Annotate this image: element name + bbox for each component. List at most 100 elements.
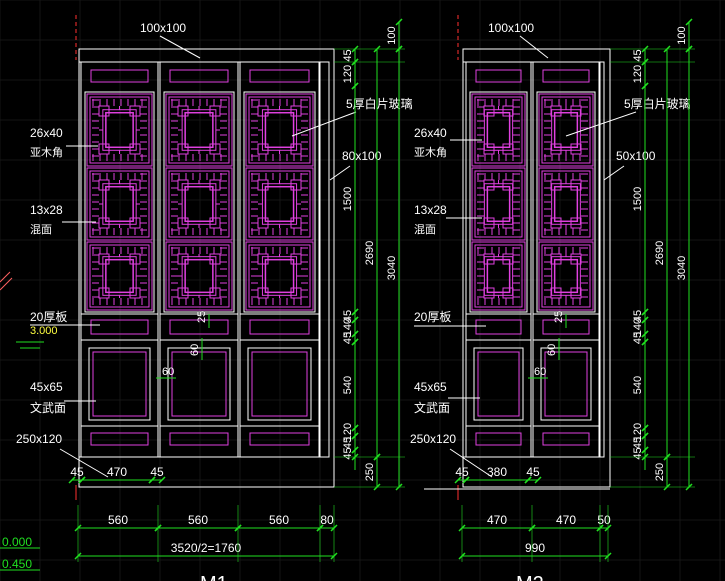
dim-value: 45: [632, 437, 644, 449]
dim-tick: [641, 424, 649, 432]
door-elevation-m1[interactable]: 100x100 5厚白片玻璃 80x100 26x40 亚木角 13x28 混面…: [16, 21, 413, 488]
dim-value: 560: [188, 513, 208, 527]
lattice-center: [184, 111, 214, 149]
annotation-text: 混面: [414, 223, 436, 236]
dim-value: 250: [654, 463, 666, 481]
dim-value: 470: [107, 465, 127, 479]
lattice-border: [541, 96, 591, 164]
dim-value: 45: [70, 465, 84, 479]
fret-corner: [98, 287, 110, 299]
lattice-border: [474, 96, 523, 164]
fret-corner: [483, 217, 495, 229]
lattice-center: [264, 185, 295, 223]
frame-size-label: 80x100: [342, 149, 382, 163]
lattice-border: [86, 167, 153, 241]
dim-tick: [395, 18, 403, 26]
dim-tick: [351, 446, 359, 454]
mid-rail-board: [475, 319, 522, 335]
fret-corner: [570, 287, 582, 299]
lattice-border: [541, 244, 591, 308]
bottom-rail-panel: [475, 432, 522, 446]
fret-corner: [290, 287, 302, 299]
fret-corner: [570, 143, 582, 155]
door-leaf: [80, 61, 159, 458]
dim-value: 1500: [632, 187, 644, 211]
dim-value: 60: [162, 366, 174, 378]
annotation-text: 亚木角: [30, 146, 63, 159]
bottom-panel: [171, 351, 227, 417]
dim-tick: [641, 308, 649, 316]
lattice-center: [486, 185, 511, 223]
leader-line: [329, 165, 351, 181]
dim-value: 45: [455, 465, 469, 479]
lattice-frame: [469, 91, 528, 313]
lattice-center: [486, 111, 511, 149]
cut-mark: [0, 277, 13, 291]
dim-value: 45: [342, 310, 354, 322]
lattice-border: [474, 244, 523, 308]
door-elevation-m2[interactable]: 100x100 5厚白片玻璃 50x100 26x40 亚木角 13x28 混面…: [410, 21, 691, 490]
dim-tick: [454, 476, 462, 484]
lattice-border: [168, 96, 230, 164]
door-leaf: [465, 61, 532, 458]
dim-value: 60: [546, 344, 558, 356]
bottom-rail-panel: [542, 432, 590, 446]
annotation-text: 250x120: [16, 432, 62, 446]
dim-tick: [534, 476, 542, 484]
door-leaf: [532, 61, 600, 458]
dim-tick: [351, 338, 359, 346]
fret-corner: [209, 105, 221, 117]
leader-line: [603, 165, 625, 181]
lattice-border: [245, 241, 314, 311]
fret-corner: [502, 105, 514, 117]
top-rail-panel: [249, 69, 310, 83]
leader-line: [565, 111, 637, 137]
dim-tick: [351, 432, 359, 440]
annotation-text: 20厚板: [30, 310, 67, 324]
dim-tick: [685, 18, 693, 26]
dim-value: 990: [525, 541, 545, 555]
dim-value: 45: [342, 332, 354, 344]
lattice-border: [471, 93, 526, 167]
annotation-text: 20厚板: [414, 310, 451, 324]
lattice-center: [486, 258, 511, 294]
dim-value: 45: [632, 49, 644, 61]
fret-corner: [483, 143, 495, 155]
level-value: 0.450: [2, 557, 32, 571]
fret-corner: [570, 179, 582, 191]
fret-corner: [550, 143, 562, 155]
fret-corner: [570, 105, 582, 117]
bottom-panel: [251, 351, 308, 417]
dim-value: 45: [526, 465, 540, 479]
fret-corner: [502, 217, 514, 229]
fret-corner: [570, 253, 582, 265]
leader-line: [159, 35, 201, 59]
dim-value: 380: [487, 465, 507, 479]
fret-corner: [257, 253, 269, 265]
dim-value: 1500: [342, 187, 354, 211]
dim-tick: [148, 476, 156, 484]
top-rail-panel: [542, 69, 590, 83]
lattice-border: [541, 170, 591, 238]
mid-rail-board: [90, 319, 149, 335]
fret-corner: [550, 179, 562, 191]
bottom-panel-frame: [473, 347, 524, 421]
cut-mark: [0, 271, 11, 283]
annotation-text: 13x28: [30, 203, 63, 217]
top-size-label: 100x100: [488, 21, 534, 35]
level-mark: 3.000: [30, 325, 58, 337]
dim-value: 250: [364, 463, 376, 481]
lattice-border: [168, 244, 230, 308]
lattice-border: [538, 167, 594, 241]
bottom-panel-frame: [88, 347, 151, 421]
fret-corner: [290, 217, 302, 229]
lattice-border: [538, 241, 594, 311]
top-size-label: 100x100: [140, 21, 186, 35]
fret-corner: [98, 217, 110, 229]
fret-corner: [257, 179, 269, 191]
fret-corner: [129, 253, 141, 265]
lattice-border: [165, 241, 233, 311]
dim-value: 50: [597, 513, 611, 527]
lattice-frame: [536, 91, 596, 313]
